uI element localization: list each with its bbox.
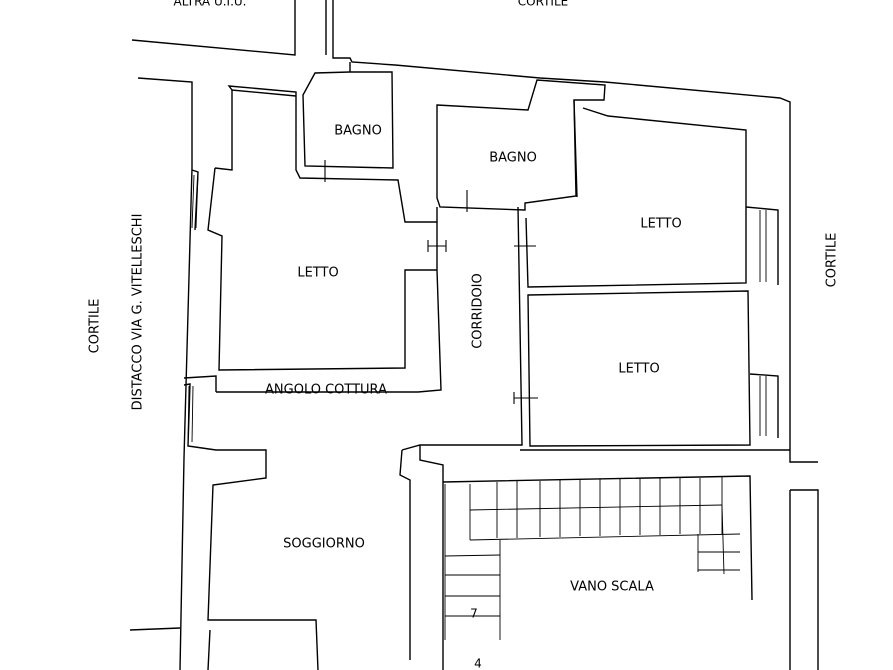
label-top-courtyard: CORTILE xyxy=(518,0,568,9)
label-left-courtyard: CORTILE xyxy=(88,299,103,354)
label-bedroom-right-top: LETTO xyxy=(640,217,681,232)
label-street-setback: DISTACCO VIA G. VITELLESCHI xyxy=(131,214,146,411)
exterior-walls xyxy=(131,0,819,670)
label-bedroom-left: LETTO xyxy=(297,266,338,281)
room-bathroom-1 xyxy=(302,62,394,182)
label-kitchen-corner: ANGOLO COTTURA xyxy=(265,383,387,398)
label-bathroom-2: BAGNO xyxy=(489,151,537,166)
room-bedroom-left xyxy=(191,85,437,371)
label-bedroom-right-bottom: LETTO xyxy=(618,362,659,377)
label-corridor: CORRIDOIO xyxy=(471,273,486,349)
label-living-room: SOGGIORNO xyxy=(283,537,365,552)
label-stairwell: VANO SCALA xyxy=(570,580,654,595)
room-kitchen-living xyxy=(129,375,444,670)
label-right-courtyard: CORTILE xyxy=(825,233,840,288)
label-stair-marker-lower: 4 xyxy=(474,657,482,670)
room-bedroom-right-top xyxy=(525,107,779,288)
label-top-left-unit: ALTRA U.I.U. xyxy=(174,0,247,9)
label-stair-marker-upper: 7 xyxy=(470,607,478,621)
room-bathroom-2 xyxy=(436,79,606,212)
room-corridor xyxy=(216,206,538,451)
room-bedroom-right-bottom xyxy=(527,290,779,447)
label-bathroom-1: BAGNO xyxy=(334,124,382,139)
stairwell xyxy=(442,449,790,640)
